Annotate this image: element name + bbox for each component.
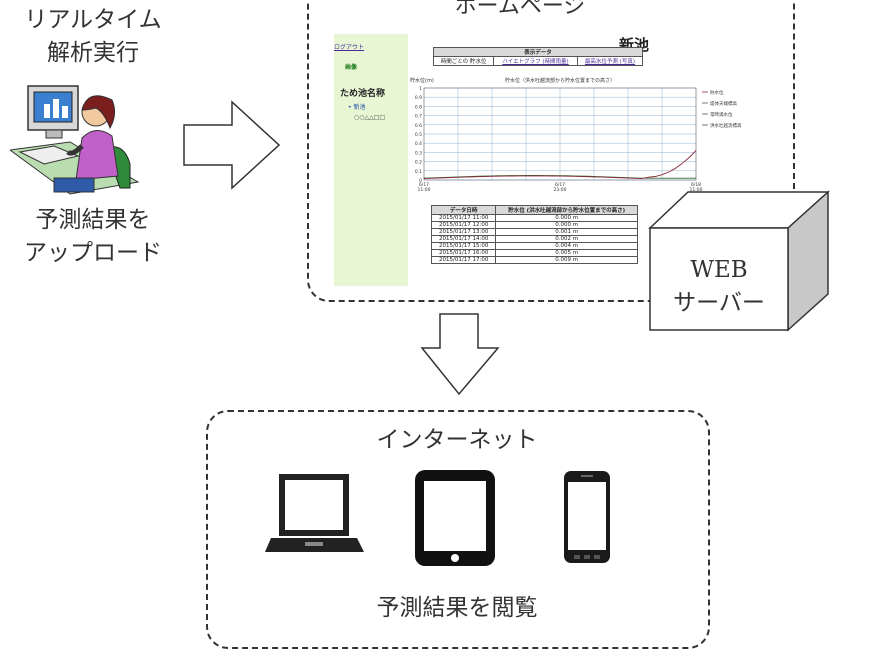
chart-legend-entry: 堤体天端標高 [710,100,737,107]
pond-item-sub: ○○△△□□ [354,114,386,121]
realtime-analysis-label: リアルタイム 解析実行 [8,4,178,69]
table-cell-level: 0.004 m [495,242,638,250]
table-cell-level: 0.005 m [495,249,638,257]
tablet-icon [415,470,495,566]
down-arrow-icon [420,313,500,396]
chart-xtick: 11:00 [690,187,703,193]
web-server-label: WEB サーバー [650,254,788,319]
nav-link[interactable]: ハイエトグラフ (時間雨量) [493,56,578,66]
chart-series-line [423,150,697,180]
right-arrow-icon [183,100,281,190]
chart-ytick: 0.8 [415,104,422,110]
chart-ytick: 0.5 [415,132,422,138]
homepage-box [307,0,795,302]
laptop-icon [265,474,364,552]
chart-ytick: 0.3 [415,150,422,156]
table-cell-date: 2015/01/17 14:00 [430,235,497,243]
homepage-title: ホームページ [454,0,586,19]
person-at-computer-icon [10,85,140,195]
logout-link[interactable]: ログアウト [334,44,365,51]
chart-ytick: 0.1 [415,169,422,175]
nav-table: 表示データ 時間ごとの 貯水位 ハイエトグラフ (時間雨量) 最高水位予測 (写… [432,47,644,66]
table-cell-date: 2015/01/17 15:00 [430,242,497,250]
chart-ylabel: 貯水位(m) [410,77,434,84]
chart-legend-entry: 常時満水位 [710,111,733,118]
chart-xtick: 6/17 [555,182,565,188]
chart-ytick: 0.2 [415,160,422,166]
table-cell-level: 0.000 m [495,221,638,229]
chart-legend-entry: 洪水吐越流標高 [710,122,742,129]
table-header-date: データ日時 [430,205,497,215]
nav-header: 表示データ [433,47,643,57]
data-table: データ日時 貯水位 (洪水吐越流部から貯水位置までの高さ) 2015/01/17… [430,205,638,264]
web-server-box [648,190,830,332]
chart-xtick: 6/17 [419,182,429,188]
server-line2: サーバー [673,289,765,316]
chart-series-line [423,175,696,179]
view-results-label: 予測結果を閲覧 [376,595,538,621]
table-cell-date: 2015/01/17 13:00 [430,228,497,236]
table-cell-level: 0.002 m [495,235,638,243]
realtime-line1: リアルタイム [24,7,162,33]
pond-list-label: ため池名称 [340,89,386,99]
table-cell-date: 2015/01/17 17:00 [430,256,497,264]
sidebar: ログアウト 画像 ため池名称 • 新池 ○○△△□□ [334,34,408,286]
server-line1: WEB [690,257,748,283]
table-cell-date: 2015/01/17 11:00 [430,214,497,222]
chart-ytick: 0.4 [415,141,422,147]
chart-xtick: 6/18 [691,182,701,188]
table-cell-level: 0.009 m [495,256,638,264]
table-cell-date: 2015/01/17 12:00 [430,221,497,229]
pond-item[interactable]: • 新池 [348,104,366,111]
chart-ytick: 0.7 [415,114,422,120]
home-link[interactable]: 画像 [345,64,358,71]
chart-title: 貯水位（洪水吐越流部から貯水位置までの高さ） [505,77,615,84]
chart-ytick: 0.6 [415,123,422,129]
upload-line1: 予測結果を [35,207,151,233]
realtime-line2: 解析実行 [47,39,139,66]
smartphone-icon [564,471,610,563]
upload-line2: アップロード [24,239,162,266]
table-cell-date: 2015/01/17 16:00 [430,249,497,257]
upload-label: 予測結果を アップロード [8,204,178,269]
chart-xtick: 11:00 [418,187,431,193]
internet-title: インターネット [376,427,538,453]
chart-legend-entry: 貯水位 [710,89,724,96]
water-level-chart: 貯水位(m) 貯水位（洪水吐越流部から貯水位置までの高さ） 1 0.9 0.8 0.7 0.… [410,77,742,193]
chart-ytick: 1 [419,86,422,92]
chart-ytick: 0 [419,178,422,184]
pond-item-label: 新池 [353,104,366,111]
table-cell-level: 0.001 m [495,228,638,236]
table-cell-level: 0.000 m [495,214,638,222]
chart-xtick: 23:00 [554,187,567,193]
nav-cell: 時間ごとの 貯水位 [432,56,495,66]
chart-ytick: 0.9 [415,95,422,101]
table-header-level: 貯水位 (洪水吐越流部から貯水位置までの高さ) [495,205,638,215]
nav-link[interactable]: 最高水位予測 (写真) [576,56,644,66]
